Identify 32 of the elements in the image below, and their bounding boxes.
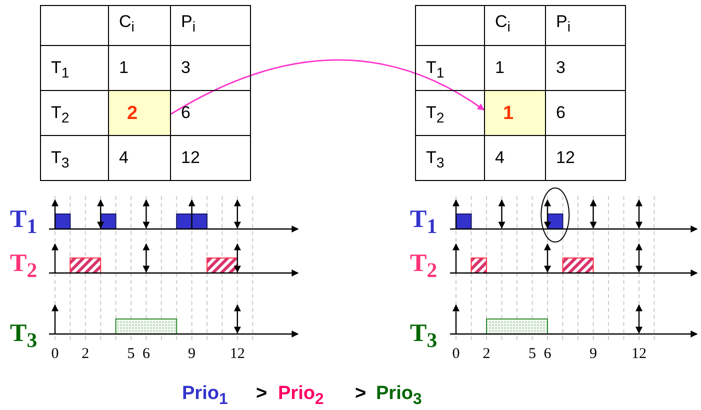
tick-label: 2 <box>82 347 90 362</box>
tick-label: 6 <box>544 347 552 362</box>
tick-label: 5 <box>528 347 536 362</box>
row-header-cell: T$_{3}$ <box>40 135 109 181</box>
tick-label: 2 <box>482 347 490 362</box>
column-header-cell: P$_{i}$ <box>170 5 251 46</box>
tick-label: 9 <box>590 347 597 362</box>
task-label: T$_{1}$ <box>10 207 38 237</box>
arrow <box>170 59 485 115</box>
greater-than-sign: > <box>355 384 366 403</box>
row-header-cell: T$_{3}$ <box>415 135 485 181</box>
table-cell: 12 <box>170 135 251 181</box>
task-label: T$_{2}$ <box>410 251 438 281</box>
task-label: T$_{2}$ <box>10 251 38 281</box>
tick-label: 9 <box>188 347 196 362</box>
highlighted-cell: 2 <box>108 90 171 136</box>
tick-label: 0 <box>51 347 59 362</box>
tick-label: 12 <box>632 347 646 362</box>
highlighted-cell: 1 <box>484 90 546 136</box>
tick-label: 6 <box>142 347 150 362</box>
priority-label: Prio$_{2}$ <box>278 384 324 408</box>
table-cell: 12 <box>545 135 626 181</box>
tick-label: 5 <box>127 347 135 362</box>
task-label: T$_{3}$ <box>10 321 38 351</box>
priority-label: Prio$_{3}$ <box>376 384 422 408</box>
tick-label: 0 <box>452 347 460 362</box>
column-header-cell: P$_{i}$ <box>545 5 626 46</box>
tick-label: 12 <box>230 347 245 362</box>
task-label: T$_{3}$ <box>410 321 438 351</box>
greater-than-sign: > <box>256 384 268 403</box>
task-label: T$_{1}$ <box>410 207 438 237</box>
priority-label: Prio$_{1}$ <box>182 384 228 408</box>
